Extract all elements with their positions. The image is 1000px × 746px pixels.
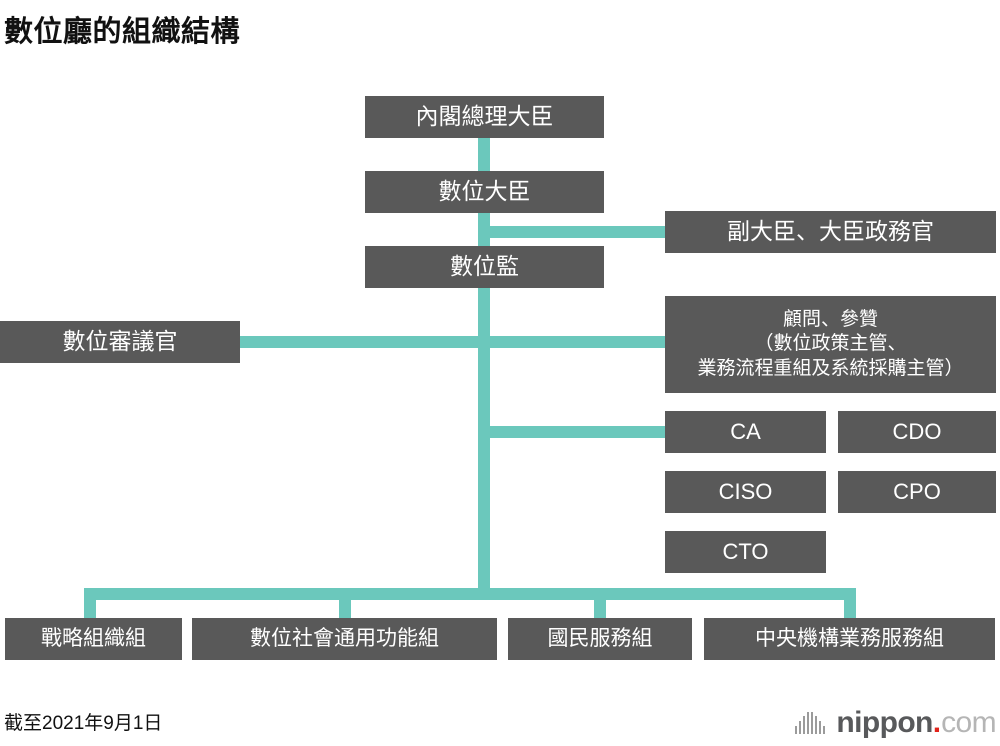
node-ciso-label: CISO bbox=[718, 479, 773, 505]
node-cpo-label: CPO bbox=[893, 479, 941, 505]
node-group-digital-society-label: 數位社會通用功能組 bbox=[250, 626, 439, 650]
node-group-strategy[interactable]: 戰略組織組 bbox=[5, 618, 182, 660]
node-group-citizen-service-label: 國民服務組 bbox=[547, 626, 653, 650]
node-deliberation-officer[interactable]: 數位審議官 bbox=[0, 321, 240, 363]
node-cdo[interactable]: CDO bbox=[838, 411, 996, 453]
connector-stem-group-1 bbox=[84, 588, 96, 620]
node-advisors-label-line3: 業務流程重組及系統採購主管） bbox=[697, 357, 964, 379]
node-ciso[interactable]: CISO bbox=[665, 471, 826, 513]
node-group-digital-society[interactable]: 數位社會通用功能組 bbox=[192, 618, 497, 660]
equalizer-bars-icon bbox=[795, 712, 827, 734]
node-digital-director-label: 數位監 bbox=[450, 253, 519, 280]
node-cpo[interactable]: CPO bbox=[838, 471, 996, 513]
node-prime-minister-label: 內閣總理大臣 bbox=[415, 103, 554, 130]
node-state-minister-label: 副大臣、大臣政務官 bbox=[727, 218, 934, 245]
node-ca-label: CA bbox=[730, 419, 761, 445]
node-group-central-agency[interactable]: 中央機構業務服務組 bbox=[704, 618, 995, 660]
node-digital-minister[interactable]: 數位大臣 bbox=[365, 171, 604, 213]
node-prime-minister[interactable]: 內閣總理大臣 bbox=[365, 96, 604, 138]
logo-wordmark: nippon bbox=[836, 706, 933, 739]
node-cdo-label: CDO bbox=[892, 419, 942, 445]
node-group-strategy-label: 戰略組織組 bbox=[41, 626, 146, 650]
logo-tld: com bbox=[941, 706, 996, 739]
nippon-com-logo: nippon . com bbox=[795, 706, 997, 740]
node-digital-director[interactable]: 數位監 bbox=[365, 246, 604, 288]
node-ca[interactable]: CA bbox=[665, 411, 826, 453]
node-advisors[interactable]: 顧問、參贊 （數位政策主管、 業務流程重組及系統採購主管） bbox=[665, 296, 996, 393]
node-state-minister[interactable]: 副大臣、大臣政務官 bbox=[665, 211, 996, 253]
node-deliberation-officer-label: 數位審議官 bbox=[62, 328, 178, 355]
node-cto[interactable]: CTO bbox=[665, 531, 826, 573]
page-title: 數位廳的組織結構 bbox=[4, 16, 241, 48]
node-digital-minister-label: 數位大臣 bbox=[438, 178, 531, 205]
node-advisors-label-line2: （數位政策主管、 bbox=[754, 333, 907, 355]
node-group-citizen-service[interactable]: 國民服務組 bbox=[508, 618, 692, 660]
connector-bottom-bus bbox=[84, 588, 856, 600]
connector-stem-group-3 bbox=[594, 588, 606, 620]
node-cto-label: CTO bbox=[722, 539, 769, 565]
node-advisors-label-line1: 顧問、參贊 bbox=[782, 309, 878, 331]
connector-stem-group-4 bbox=[844, 588, 856, 620]
logo-dot: . bbox=[932, 706, 942, 739]
connector-branch-state-minister bbox=[484, 226, 666, 238]
connector-stem-group-2 bbox=[339, 588, 351, 620]
footer-date: 截至2021年9月1日 bbox=[4, 713, 163, 734]
connector-branch-advisors bbox=[236, 336, 666, 348]
node-group-central-agency-label: 中央機構業務服務組 bbox=[755, 626, 944, 650]
connector-branch-officers bbox=[484, 426, 666, 438]
